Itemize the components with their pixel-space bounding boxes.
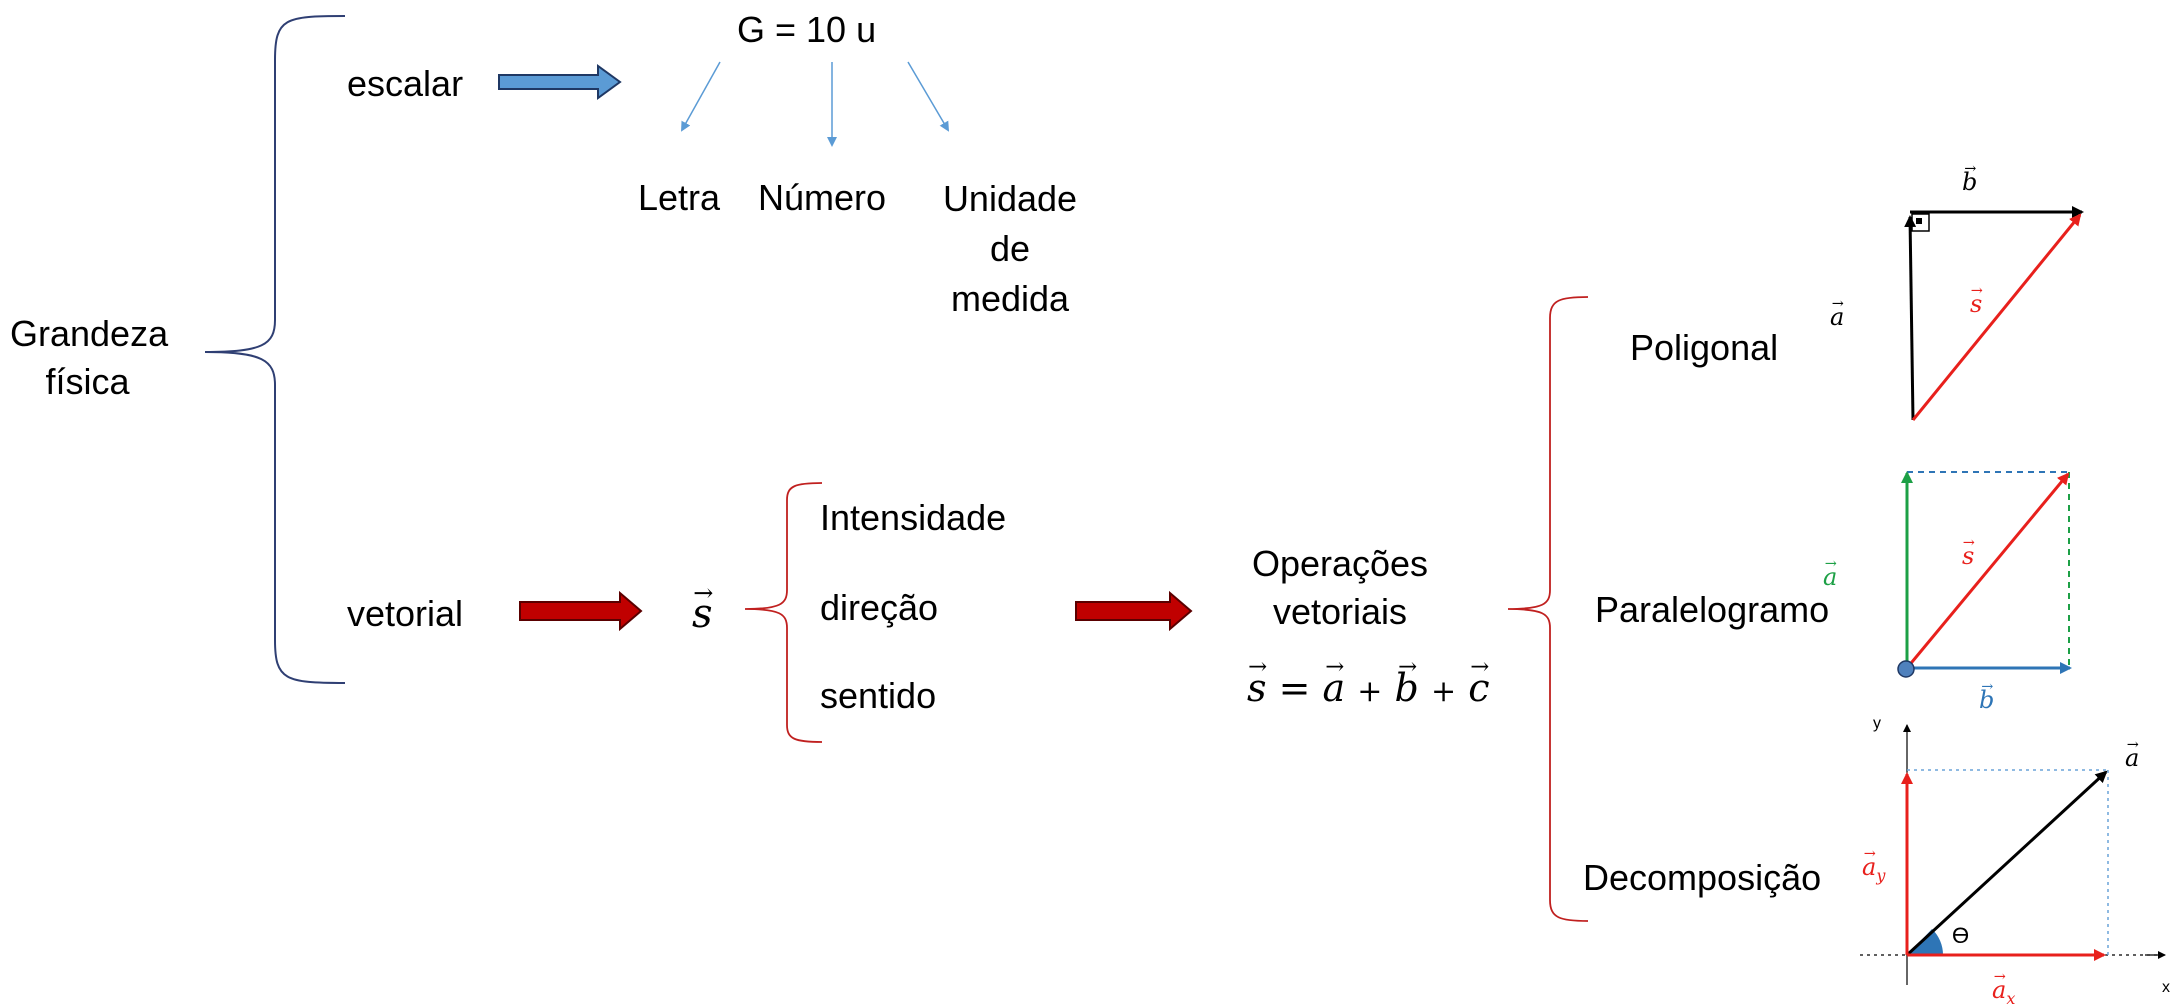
right-angle-mark: [1911, 213, 1930, 232]
arrow-to-letra: [681, 61, 721, 132]
paralelogramo-label-b: b: [1979, 688, 1994, 712]
paralelogramo-figure: [1897, 471, 2072, 678]
poligonal-label-a: a: [1830, 305, 1844, 329]
origin-point: [1897, 660, 1915, 678]
root-label: Grandeza física: [10, 313, 169, 402]
decomposicao-figure: [1860, 724, 2166, 985]
method-poligonal: Poligonal: [1630, 327, 1779, 368]
scalar-part-letra: Letra: [638, 177, 721, 218]
paralelogramo-label-a: a: [1823, 565, 1837, 589]
method-decomposicao: Decomposição: [1583, 857, 1822, 898]
decomposicao-label-a: a: [2125, 746, 2139, 770]
properties-brace: [744, 482, 823, 743]
property-direcao: direção: [820, 587, 939, 628]
sum-formula: s = a + b + c: [1247, 669, 1489, 707]
poligonal-label-s: s: [1970, 292, 1982, 316]
poligonal-vector-a: [1904, 215, 1917, 421]
scalar-example: G = 10 u: [737, 9, 877, 50]
arrow-to-unidade: [907, 61, 950, 132]
decomposicao-label-x-axis: x: [2162, 979, 2170, 996]
decomposicao-vector-a: [1905, 770, 2108, 957]
decomposicao-label-theta: ϴ: [1952, 923, 1970, 948]
vector-symbol: s: [692, 594, 713, 634]
poligonal-label-b: b: [1962, 170, 1977, 194]
operations-label: Operações vetoriais: [1251, 543, 1429, 632]
paralelogramo-label-s: s: [1962, 544, 1974, 568]
vector-symbol-text: s: [692, 594, 713, 634]
property-intensidade: Intensidade: [820, 497, 1007, 538]
decomposicao-label-y-axis: y: [1873, 715, 1881, 732]
root-brace: [204, 15, 346, 684]
poligonal-figure: [1904, 206, 2084, 421]
scalar-part-numero: Número: [758, 177, 887, 218]
property-sentido: sentido: [820, 675, 937, 716]
vector-block-arrow-2: [1075, 590, 1193, 632]
scalar-part-unidade: Unidade de medida: [942, 178, 1078, 319]
method-paralelogramo: Paralelogramo: [1595, 589, 1830, 630]
methods-brace: [1507, 296, 1589, 922]
poligonal-vector-s: [1911, 213, 2082, 421]
vector-block-arrow-1: [519, 590, 643, 632]
scalar-block-arrow: [498, 64, 622, 100]
decomposicao-label-ax: ax: [1992, 978, 2015, 1007]
vector-label: vetorial: [347, 593, 464, 634]
scalar-label: escalar: [347, 63, 464, 104]
paralelogramo-vector-s: [1905, 472, 2070, 669]
decomposicao-label-ay: ay: [1862, 855, 1885, 884]
